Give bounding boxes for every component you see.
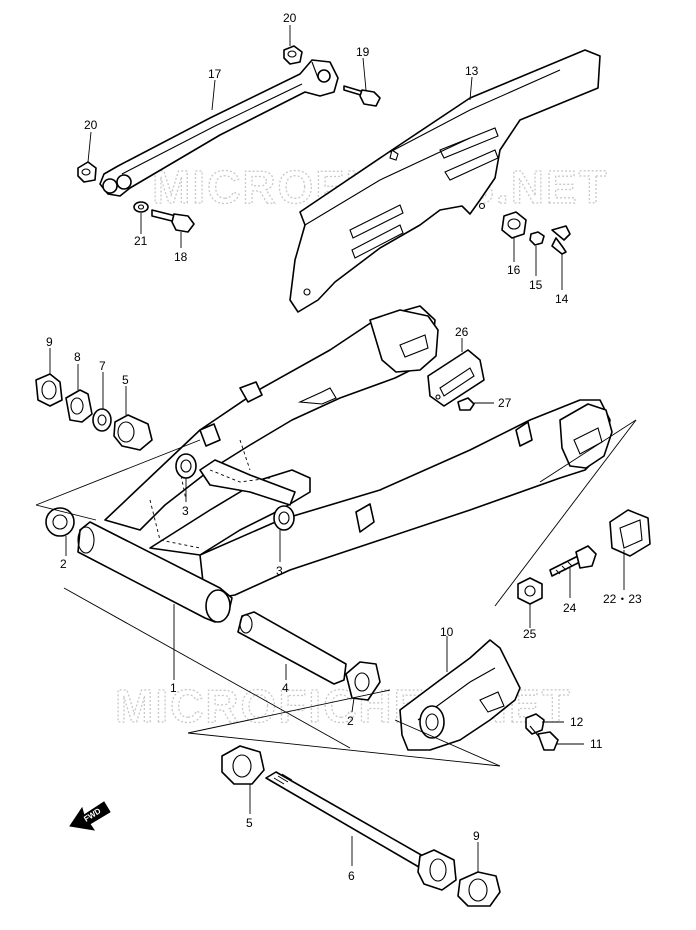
callout-5-top: 5 (122, 373, 129, 387)
callout-27: 27 (498, 396, 512, 410)
callout-20-left: 20 (84, 118, 98, 132)
callout-12: 12 (570, 715, 584, 729)
callout-17: 17 (208, 67, 222, 81)
bearing-8[interactable] (65, 389, 93, 423)
cap-9-left[interactable] (35, 373, 63, 407)
callout-5-bottom: 5 (246, 816, 253, 830)
callout-3-left: 3 (182, 504, 189, 518)
callout-8: 8 (74, 350, 81, 364)
callout-16: 16 (507, 263, 521, 277)
washer-7[interactable] (92, 408, 112, 432)
callout-25: 25 (523, 627, 537, 641)
callout-2-left: 2 (60, 557, 67, 571)
screw-27[interactable] (457, 397, 475, 411)
bolt-14[interactable] (551, 225, 571, 255)
pivot-bolt-6[interactable] (265, 771, 457, 891)
callout-15: 15 (529, 278, 543, 292)
callout-1: 1 (170, 681, 177, 695)
callout-24: 24 (563, 601, 577, 615)
bushing-3-left[interactable] (175, 453, 197, 479)
callout-9-top: 9 (46, 335, 53, 349)
pivot-tube-4[interactable] (237, 611, 347, 685)
leader-lines (35, 25, 637, 872)
torque-arm[interactable] (99, 59, 339, 197)
callout-26: 26 (455, 325, 469, 339)
callout-6: 6 (348, 869, 355, 883)
callout-10: 10 (440, 625, 454, 639)
callout-22-23: 22・23 (603, 592, 642, 606)
callout-7: 7 (99, 359, 106, 373)
swingarm[interactable] (77, 305, 613, 623)
collar-12[interactable] (525, 713, 545, 735)
adjuster-plate-26[interactable] (427, 349, 485, 407)
callout-2-right: 2 (347, 714, 354, 728)
callout-4: 4 (282, 681, 289, 695)
bolt-19[interactable] (343, 85, 381, 107)
callout-19: 19 (356, 45, 370, 59)
chain-guide-10[interactable] (399, 639, 521, 751)
callout-9-bottom: 9 (473, 829, 480, 843)
bolt-18[interactable] (151, 209, 195, 233)
collar-15[interactable] (529, 231, 545, 246)
adjuster-22-23[interactable] (609, 509, 651, 557)
nut-20-left[interactable] (77, 161, 97, 183)
bolt-11[interactable] (529, 725, 559, 751)
washer-21[interactable] (133, 201, 149, 213)
forward-arrow-icon: FWD (69, 801, 111, 831)
nut-25[interactable] (517, 577, 543, 605)
spacer-5-top[interactable] (113, 414, 153, 451)
callout-20-top: 20 (283, 11, 297, 25)
callout-13: 13 (465, 64, 479, 78)
callout-21: 21 (134, 234, 148, 248)
callout-18: 18 (174, 250, 188, 264)
callout-3-right: 3 (276, 564, 283, 578)
nut-20-top[interactable] (283, 45, 303, 65)
callout-labels: 20 19 17 13 20 21 18 16 15 14 26 9 8 7 5… (46, 11, 642, 883)
bearing-2-left[interactable] (45, 507, 75, 537)
spacer-5-bottom[interactable] (221, 745, 265, 785)
chain-guard[interactable] (289, 49, 601, 313)
bushing-3-right[interactable] (273, 505, 295, 531)
bolt-24[interactable] (549, 545, 597, 577)
callout-14: 14 (555, 292, 569, 306)
callout-11: 11 (590, 737, 603, 751)
cap-9-bottom[interactable] (457, 871, 501, 907)
spacer-16[interactable] (501, 211, 527, 239)
